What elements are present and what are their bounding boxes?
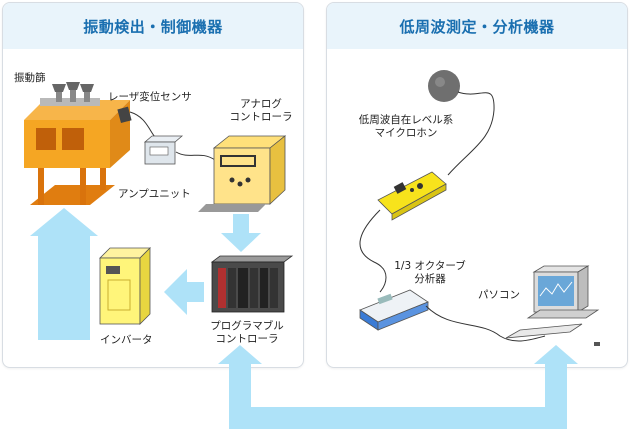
personal-computer-label: パソコン — [478, 289, 520, 301]
detection-control-title: 振動検出・制御機器 — [3, 3, 303, 49]
down-arrow-head — [221, 233, 261, 252]
laser-sensor-icon — [117, 106, 132, 124]
personal-computer-icon — [505, 265, 600, 346]
analog-controller-label: アナログ コントローラ — [229, 98, 293, 123]
plc-label: プログラマブル コントローラ — [210, 320, 284, 345]
laser-sensor-label: レーザ変位センサ — [108, 91, 192, 103]
left-arrow-shaft — [186, 282, 204, 302]
connector-arrow-head-right — [534, 345, 578, 364]
analog-controller-icon — [198, 135, 287, 212]
connector-arrow-head-left — [218, 345, 262, 364]
up-arrow — [38, 235, 90, 340]
plc-icon — [210, 255, 294, 313]
octave-analyzer-label: 1/3 オクターブ 分析器 — [394, 260, 466, 285]
vibrating-sieve-icon — [24, 82, 130, 205]
octave-analyzer-icon — [359, 289, 429, 331]
down-arrow-shaft — [233, 214, 249, 234]
amp-unit-label: アンプユニット — [118, 188, 191, 200]
microphone-label: 低周波自在レベル系 マイクロホン — [358, 114, 454, 139]
up-arrow-head — [30, 208, 98, 236]
connector-arrow — [229, 362, 567, 429]
low-frequency-title: 低周波測定・分析機器 — [327, 3, 627, 49]
microphone-icon — [428, 70, 460, 102]
amp-unit-icon — [143, 135, 184, 165]
vibrating-sieve-label: 振動篩 — [14, 72, 46, 84]
sound-level-meter-icon — [377, 171, 447, 221]
left-arrow-head — [164, 269, 187, 315]
inverter-label: インバータ — [100, 334, 153, 346]
inverter-icon — [99, 247, 151, 325]
